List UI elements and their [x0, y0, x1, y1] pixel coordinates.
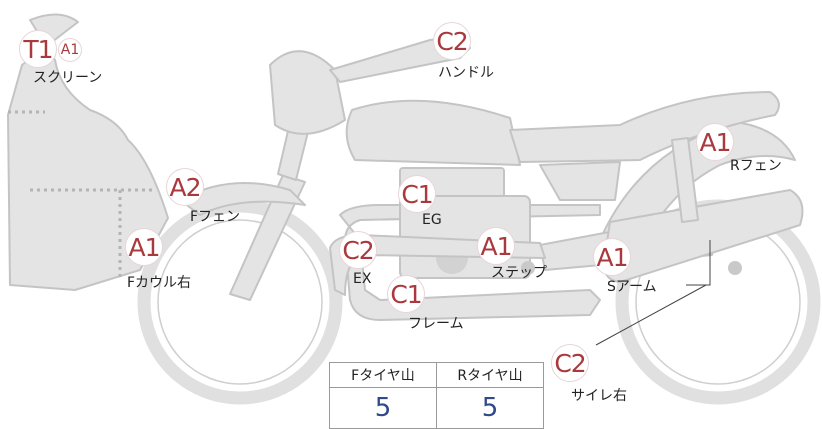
side-cover	[539, 161, 621, 201]
label-sarm: Sアーム	[607, 279, 657, 295]
tire-table-value-row: 5 5	[329, 387, 544, 429]
front-fork	[229, 174, 306, 301]
damage-marker-a1-screen[interactable]: A1	[58, 38, 82, 62]
damage-marker-c1-frame[interactable]: C1	[387, 275, 425, 313]
tire-tread-table: Fタイヤ山 Rタイヤ山 5 5	[329, 362, 544, 429]
front-fender	[179, 181, 306, 216]
front-wheel	[137, 199, 343, 405]
rear-tire-value: 5	[436, 387, 544, 429]
damage-marker-c1-eg[interactable]: C1	[398, 175, 436, 213]
tire-table-header-row: Fタイヤ山 Rタイヤ山	[329, 362, 544, 388]
damage-marker-a1-fcowl[interactable]: A1	[125, 228, 163, 266]
leader-line-silencer	[595, 284, 707, 346]
rear-shock	[671, 137, 699, 223]
damage-marker-c2-ex[interactable]: C2	[339, 231, 377, 269]
fuel-tank	[345, 99, 521, 166]
label-frame: フレーム	[408, 316, 464, 332]
headlight	[269, 50, 346, 135]
label-ffender: Fフェン	[190, 209, 241, 225]
damage-marker-c2-silencer[interactable]: C2	[551, 344, 589, 382]
front-tire-value: 5	[329, 387, 437, 429]
damage-marker-a1-sarm[interactable]: A1	[593, 238, 631, 276]
damage-marker-t1-screen[interactable]: T1	[19, 30, 57, 68]
damage-marker-c2-handle[interactable]: C2	[433, 22, 471, 60]
label-eg: EG	[422, 212, 442, 228]
rear-tire-header: Rタイヤ山	[436, 362, 544, 388]
label-step: ステップ	[491, 265, 547, 281]
front-hub	[157, 219, 323, 385]
label-screen: スクリーン	[33, 70, 103, 86]
damage-marker-a1-rfender[interactable]: A1	[696, 123, 734, 161]
damage-marker-a2-ffender[interactable]: A2	[166, 168, 204, 206]
label-fcowl: Fカウル右	[127, 275, 192, 291]
label-rfender: Rフェン	[730, 158, 782, 174]
label-handle: ハンドル	[438, 65, 494, 81]
front-cowl	[7, 13, 169, 291]
front-tire-header: Fタイヤ山	[329, 362, 437, 388]
label-ex: EX	[353, 271, 372, 287]
label-silencer: サイレ右	[571, 388, 627, 404]
damage-marker-a1-step[interactable]: A1	[477, 227, 515, 265]
